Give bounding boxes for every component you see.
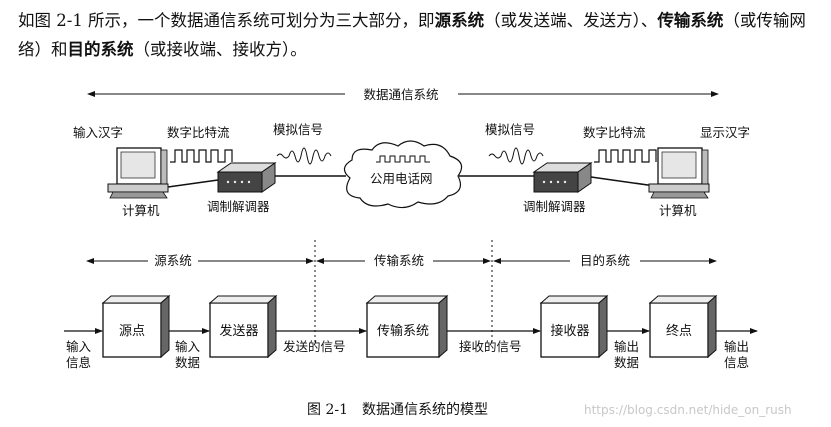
cloud-label: 公用电话网 [370,171,433,186]
input-chinese-label: 输入汉字 [73,125,123,140]
computer-left-icon [107,147,169,199]
analog-wave-right-icon [488,147,544,165]
input-data-label-2: 数据 [175,355,200,370]
intro-paragraph: 如图 2-1 所示，一个数据通信系统可划分为三大部分，即源系统（或发送端、发送方… [18,6,823,64]
input-info-label-1: 输入 [66,339,92,354]
para-bold-transmission: 传输系统 [657,11,724,30]
destination-system-label: 目的系统 [580,253,630,268]
modem-left-icon [216,162,277,193]
source-system-span: 源系统 [86,253,314,268]
transmission-system-span: 传输系统 [316,253,491,268]
para-bold-source: 源系统 [434,11,485,30]
transmitter-label: 发送器 [219,323,258,339]
bitstream-right-label: 数字比特流 [583,125,646,140]
received-signal-label: 接收的信号 [459,339,522,354]
destination-point-label: 终点 [666,323,692,339]
computer-left-label: 计算机 [122,203,160,218]
data-comm-system-span: 数据通信系统 [87,87,719,102]
source-system-label: 源系统 [154,253,192,268]
input-info-label-2: 信息 [66,355,91,370]
para-text-1: 如图 2-1 所示，一个数据通信系统可划分为三大部分，即 [18,11,435,30]
receiver-block: 接收器 [539,294,609,359]
sent-signal-label: 发送的信号 [283,339,346,354]
figure-caption: 图 2-1 数据通信系统的模型 [307,402,488,418]
input-data-label-1: 输入 [175,339,201,354]
source-point-label: 源点 [119,324,145,339]
square-wave-right-icon [594,149,657,163]
para-text-3: （或传输网络）和 [18,11,806,59]
transmission-system-block: 传输系统 [365,294,449,359]
span-label: 数据通信系统 [363,87,438,102]
destination-point-block: 终点 [648,294,718,359]
computer-right-icon [648,147,710,199]
output-data-label-1: 输出 [614,339,639,354]
square-wave-left-icon [170,149,233,163]
analog-wave-left-icon [276,147,332,165]
destination-system-span: 目的系统 [493,253,717,268]
bitstream-left-label: 数字比特流 [167,125,230,140]
output-info-label-2: 信息 [724,355,749,370]
watermark: https://blog.csdn.net/hide_on_rush [584,403,792,417]
modem-left-label: 调制解调器 [207,199,270,214]
display-chinese-label: 显示汉字 [700,125,750,140]
computer-right-label: 计算机 [659,203,697,218]
transmission-system-block-label: 传输系统 [377,323,429,339]
para-bold-destination: 目的系统 [67,40,134,59]
analog-left-label: 模拟信号 [273,122,323,137]
transmitter-block: 发送器 [208,294,278,359]
cloud-icon [343,140,463,209]
output-info-label-1: 输出 [724,339,749,354]
analog-right-label: 模拟信号 [485,122,535,137]
receiver-label: 接收器 [550,323,589,339]
output-data-label-2: 数据 [614,355,639,370]
transmission-system-label: 传输系统 [374,253,424,268]
source-point-block: 源点 [101,294,171,359]
modem-right-label: 调制解调器 [523,199,586,214]
para-text-2: （或发送端、发送方）、 [484,11,658,30]
modem-right-icon [532,162,593,193]
para-text-4: （或接收端、接收方）。 [133,40,307,59]
